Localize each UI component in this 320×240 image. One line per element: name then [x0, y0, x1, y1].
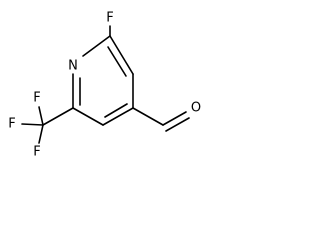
bond-c6-c5 — [72, 107, 104, 126]
bond-c5-c4-double — [104, 103, 128, 118]
bond-cf3-f-bottom — [38, 124, 44, 144]
atom-aldehyde-oxygen-label: O — [191, 101, 201, 116]
atom-cf3-fluorine-bottom-label: F — [33, 145, 40, 160]
bond-c3-c2-single — [109, 35, 134, 75]
bond-c4-cho — [132, 107, 164, 126]
bond-cf3-f-top — [38, 106, 44, 126]
bond-cho-oxygen-single — [162, 111, 187, 126]
bond-c3-c2-double — [107, 46, 127, 77]
bond-cf3-f-left — [21, 123, 44, 126]
atom-fluoro-label: F — [106, 11, 113, 26]
bond-c5-c4-single — [102, 107, 134, 126]
bond-c6-cf3 — [42, 107, 74, 126]
bond-cho-oxygen-double — [165, 117, 190, 132]
atom-cf3-fluorine-top-label: F — [33, 91, 40, 106]
molecule-structure: F N O F F F — [8, 11, 201, 160]
atom-cf3-fluorine-left-label: F — [8, 117, 15, 132]
atom-ring-nitrogen-label: N — [68, 59, 78, 74]
bond-c2-n1 — [82, 35, 111, 57]
